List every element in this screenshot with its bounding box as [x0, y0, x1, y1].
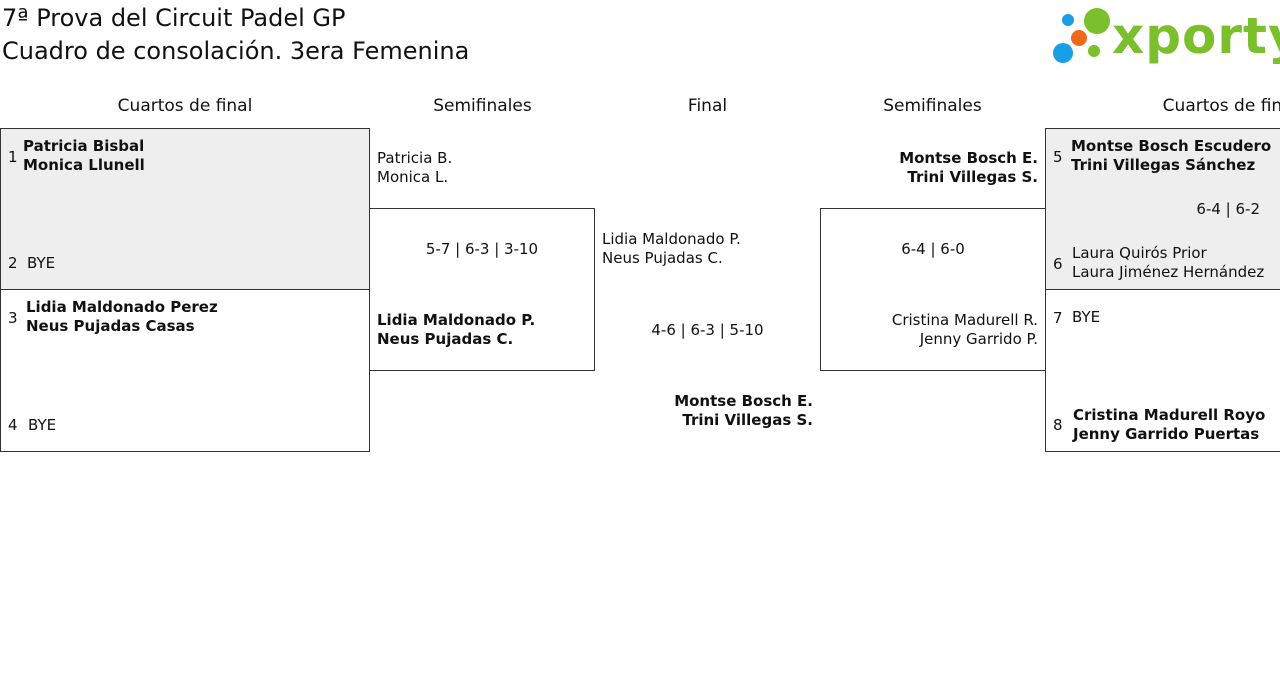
team-player-name: Monica Llunell [23, 156, 145, 174]
final-team-top-player: Lidia Maldonado P. [602, 230, 741, 248]
left-sf-team-top-player: Patricia B. [377, 149, 453, 167]
logo-dot-green-big [1084, 8, 1110, 34]
logo-dot-orange [1071, 30, 1087, 46]
match-score: 5-7 | 6-3 | 3-10 [425, 240, 539, 258]
team-player-name: Jenny Garrido Puertas [1073, 425, 1260, 443]
final-winner-player: Trini Villegas S. [682, 411, 813, 429]
round-header-right-sf: Semifinales [883, 96, 982, 116]
logo-dot-blue-big [1053, 43, 1073, 63]
left-sf-team-top-player: Monica L. [377, 168, 449, 186]
page-subtitle: Cuadro de consolación. 3era Femenina [2, 37, 470, 65]
left-qf-match-1: 1 Patricia Bisbal Monica Llunell 2 BYE [0, 128, 370, 290]
left-sf-match: 5-7 | 6-3 | 3-10 Lidia Maldonado P. Neus… [369, 208, 595, 371]
round-header-left-qf: Cuartos de final [117, 96, 253, 116]
logo-text: xporty [1112, 7, 1280, 65]
team-player-name: Montse Bosch Escudero [1071, 137, 1272, 155]
team-player-name: Cristina Madurell Royo [1073, 406, 1266, 424]
team-player-name: Jenny Garrido P. [919, 330, 1038, 348]
team-player-name: Cristina Madurell R. [891, 311, 1038, 329]
team-player-name: Laura Quirós Prior [1072, 244, 1207, 262]
final-score: 4-6 | 6-3 | 5-10 [651, 321, 764, 339]
right-qf-match-1: 5 Montse Bosch Escudero Trini Villegas S… [1045, 128, 1280, 290]
team-player-name: Trini Villegas Sánchez [1071, 156, 1256, 174]
round-header-right-qf: Cuartos de final [1162, 96, 1280, 116]
left-qf-match-2: 3 Lidia Maldonado Perez Neus Pujadas Cas… [0, 289, 370, 452]
right-qf-match-2: 7 BYE 8 Cristina Madurell Royo Jenny Gar… [1045, 289, 1280, 452]
seed-number: 7 [1053, 309, 1063, 327]
seed-number: 8 [1053, 416, 1063, 434]
right-sf-match: 6-4 | 6-0 Cristina Madurell R. Jenny Gar… [820, 208, 1046, 371]
match-score: 6-4 | 6-2 [1196, 200, 1260, 218]
logo-dot-green-small [1088, 45, 1100, 57]
seed-number: 1 [8, 148, 18, 166]
round-header-final: Final [687, 96, 728, 116]
team-player-name: Laura Jiménez Hernández [1072, 263, 1265, 281]
team-player-name: Neus Pujadas C. [377, 330, 514, 348]
seed-number: 4 [8, 416, 18, 434]
seed-number: 2 [8, 254, 18, 272]
team-player-name: Patricia Bisbal [23, 137, 145, 155]
seed-number: 6 [1053, 255, 1063, 273]
team-player-name: Lidia Maldonado Perez [26, 298, 218, 316]
logo-dot-blue-small [1062, 14, 1074, 26]
team-player-name: Neus Pujadas Casas [26, 317, 195, 335]
final-winner-player: Montse Bosch E. [674, 392, 813, 410]
right-sf-team-top-player: Montse Bosch E. [899, 149, 1038, 167]
team-bye: BYE [27, 254, 56, 272]
team-bye: BYE [28, 416, 57, 434]
round-header-left-sf: Semifinales [433, 96, 532, 116]
final-team-top-player: Neus Pujadas C. [602, 249, 723, 267]
xporty-logo: xporty [1050, 4, 1280, 68]
match-score: 6-4 | 6-0 [901, 240, 965, 258]
team-bye: BYE [1072, 308, 1101, 326]
seed-number: 3 [8, 309, 18, 327]
right-sf-team-top-player: Trini Villegas S. [907, 168, 1038, 186]
team-player-name: Lidia Maldonado P. [377, 311, 536, 329]
page-title: 7ª Prova del Circuit Padel GP [2, 4, 346, 32]
seed-number: 5 [1053, 148, 1063, 166]
